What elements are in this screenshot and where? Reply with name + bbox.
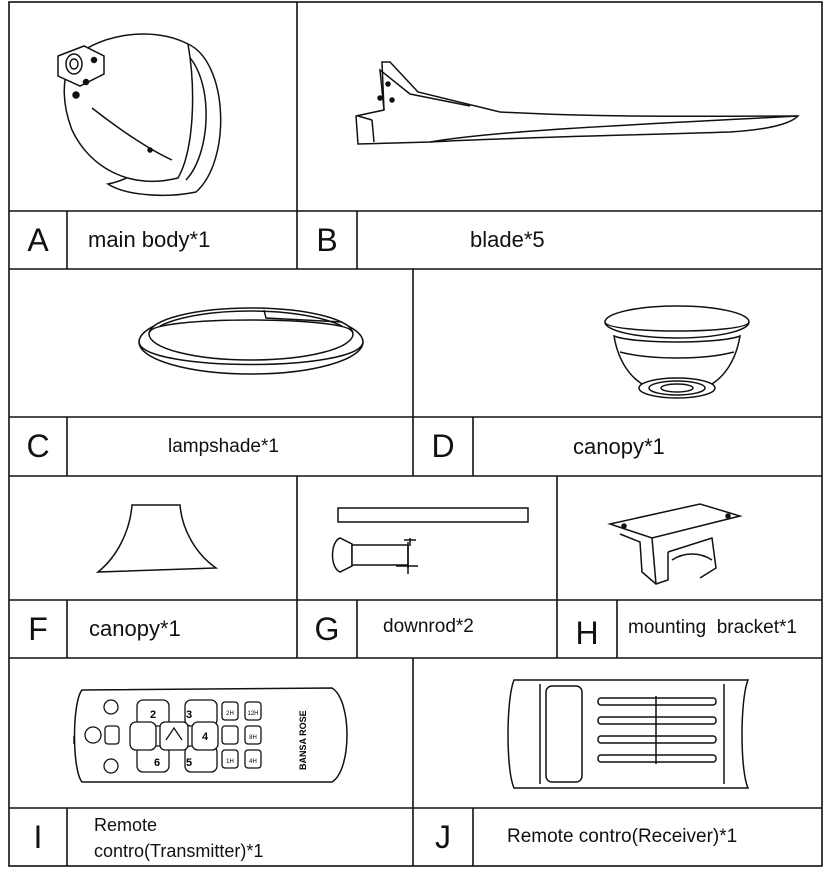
- remote-key-1h: 1H: [226, 759, 234, 765]
- remote-key-8h: 8H: [249, 735, 257, 741]
- part-d-name: canopy*1: [573, 433, 665, 459]
- part-j-name: Remote contro(Receiver)*1: [507, 826, 738, 847]
- part-i-name-line1: Remote: [94, 815, 158, 835]
- blade-illustration: [355, 61, 800, 145]
- part-f-name: canopy*1: [89, 616, 181, 641]
- part-j-letter: J: [435, 818, 451, 855]
- downrod-illustration: [331, 507, 529, 574]
- part-c-name: lampshade*1: [168, 435, 279, 457]
- mounting-bracket-illustration: [607, 503, 743, 585]
- remote-key-4: 4: [202, 731, 209, 743]
- part-g-name: downrod*2: [383, 616, 474, 637]
- grid-lines: [8, 1, 823, 867]
- part-d-letter: D: [431, 428, 455, 464]
- remote-receiver-illustration: [507, 679, 750, 789]
- part-h-letter: H: [575, 614, 599, 651]
- remote-key-2: 2: [150, 709, 156, 721]
- remote-key-4h: 4H: [249, 759, 257, 765]
- part-b-letter: B: [316, 221, 338, 258]
- part-h-name: mounting bracket*1: [628, 617, 797, 638]
- part-i-letter: I: [33, 818, 43, 855]
- part-i-name: Remote contro(Transmitter)*1: [94, 812, 263, 864]
- main-body-illustration: [57, 33, 222, 196]
- part-c-letter: C: [26, 428, 50, 464]
- lampshade-illustration: [138, 307, 364, 375]
- remote-key-6: 6: [154, 757, 160, 769]
- part-b-name: blade*5: [470, 227, 545, 252]
- remote-key-12h: 12H: [247, 711, 258, 717]
- part-g-letter: G: [314, 610, 340, 647]
- part-f-letter: F: [28, 610, 48, 647]
- remote-key-5: 5: [186, 757, 192, 769]
- part-a-name: main body*1: [88, 227, 211, 252]
- remote-key-3: 3: [186, 709, 192, 721]
- part-a-letter: A: [27, 221, 49, 258]
- remote-key-2h: 2H: [226, 711, 234, 717]
- canopy-cone-illustration: [95, 504, 219, 573]
- canopy-round-illustration: [604, 305, 750, 399]
- remote-brand-text: BANSA ROSE: [298, 710, 308, 770]
- remote-transmitter-illustration: 2 3 4 5 6 2H 12H 8H 1H 4H BANSA ROSE: [73, 687, 348, 783]
- part-i-name-line2: contro(Transmitter)*1: [94, 841, 264, 861]
